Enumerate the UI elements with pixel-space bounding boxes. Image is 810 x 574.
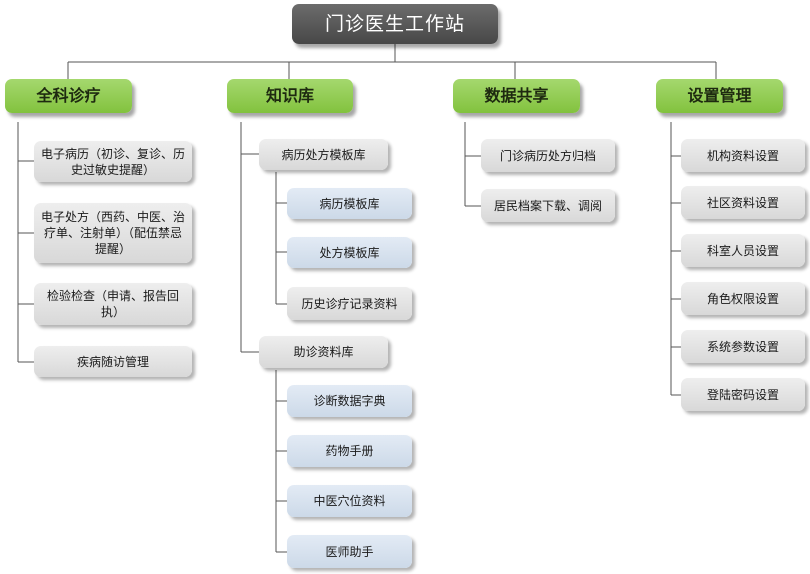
root-node-title: 门诊医生工作站 [292, 4, 498, 44]
item-record-archiving: 门诊病历处方归档 [481, 139, 615, 172]
item-lab-examination: 检验检查（申请、报告回执） [34, 283, 192, 325]
item-institution-settings: 机构资料设置 [681, 139, 805, 172]
item-acupoint-materials: 中医穴位资料 [287, 485, 412, 517]
item-medical-record-template: 病历模板库 [287, 188, 412, 219]
category-general-diagnosis: 全科诊疗 [5, 79, 132, 113]
item-system-parameter-settings: 系统参数设置 [681, 330, 805, 363]
item-department-staff-settings: 科室人员设置 [681, 234, 805, 267]
group-record-prescription-templates: 病历处方模板库 [259, 139, 388, 170]
item-role-permission-settings: 角色权限设置 [681, 282, 805, 315]
item-community-settings: 社区资料设置 [681, 186, 805, 219]
item-physician-assistant: 医师助手 [287, 535, 412, 568]
item-drug-manual: 药物手册 [287, 435, 412, 467]
category-data-sharing: 数据共享 [453, 79, 580, 113]
item-disease-follow-up: 疾病随访管理 [34, 346, 192, 377]
category-settings: 设置管理 [656, 79, 783, 113]
group-diagnosis-aid-library: 助诊资料库 [259, 336, 388, 368]
category-knowledge-base: 知识库 [227, 79, 353, 113]
item-diagnosis-dictionary: 诊断数据字典 [287, 385, 412, 417]
item-resident-file-download: 居民档案下载、调阅 [481, 189, 615, 222]
item-prescription-template: 处方模板库 [287, 237, 412, 268]
item-electronic-prescription: 电子处方（西药、中医、治疗单、注射单）（配伍禁忌提醒） [34, 203, 192, 263]
item-login-password-settings: 登陆密码设置 [681, 378, 805, 411]
item-history-records: 历史诊疗记录资料 [287, 287, 412, 320]
item-electronic-medical-record: 电子病历（初诊、复诊、历史过敏史提醒） [34, 141, 192, 182]
